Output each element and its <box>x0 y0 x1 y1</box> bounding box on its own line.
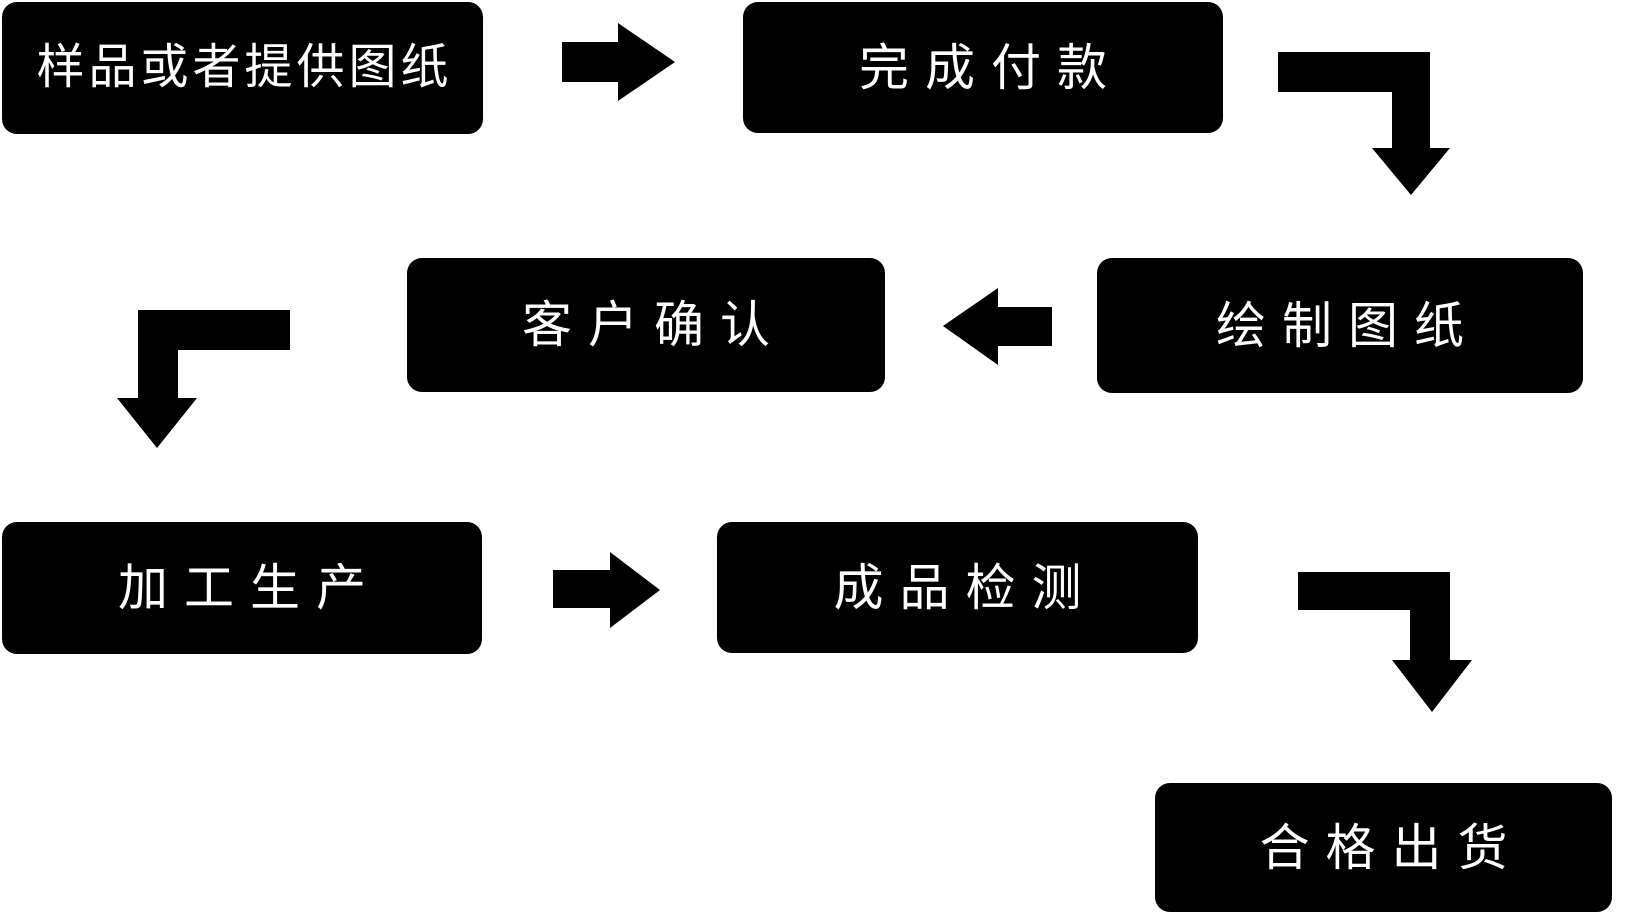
elbow-down-arrow-icon <box>117 310 290 448</box>
node-finished-product-inspection: 成品检测 <box>717 522 1198 653</box>
right-arrow-icon <box>562 23 675 101</box>
right-arrow-icon <box>553 552 660 628</box>
node-processing-production: 加工生产 <box>2 522 482 654</box>
left-arrow-icon <box>943 288 1052 365</box>
elbow-down-arrow-icon <box>1278 52 1450 195</box>
node-sample-or-drawing: 样品或者提供图纸 <box>2 2 483 134</box>
node-qualified-shipment: 合格出货 <box>1155 783 1612 912</box>
elbow-down-arrow-icon <box>1298 572 1472 712</box>
node-draw-drawings: 绘制图纸 <box>1097 258 1583 393</box>
node-customer-confirmation: 客户确认 <box>407 258 885 392</box>
node-complete-payment: 完成付款 <box>743 2 1223 133</box>
